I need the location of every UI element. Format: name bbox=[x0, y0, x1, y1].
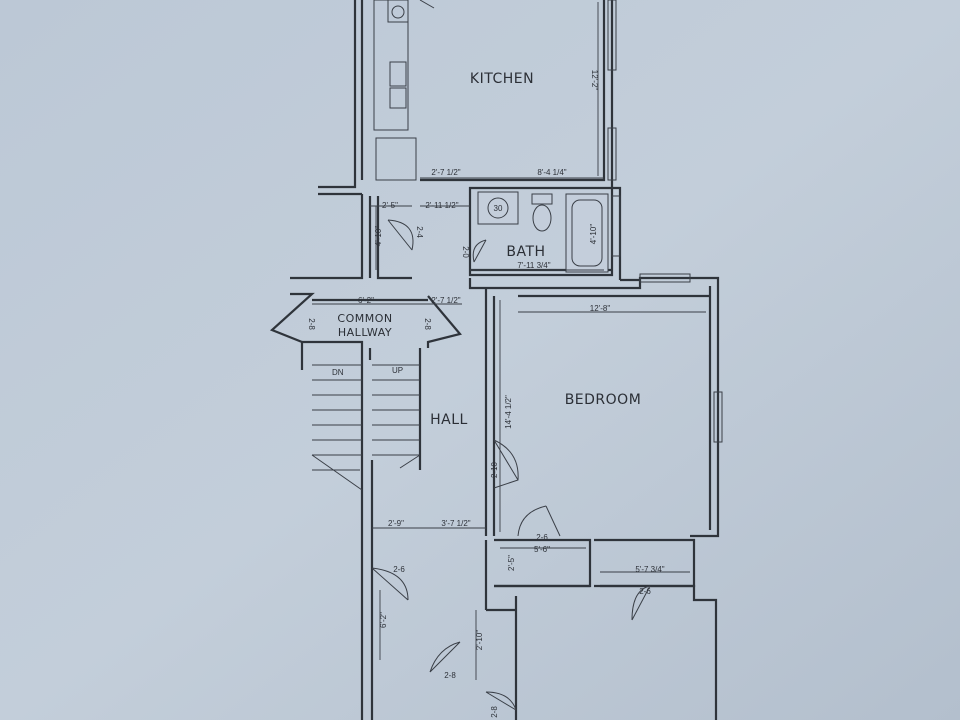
dim-closet-door: 2-4 bbox=[415, 226, 424, 238]
dim-hall-lower-depth: 2'-10" bbox=[475, 630, 484, 651]
dim-hall-width: 3'-7 1/2" bbox=[441, 519, 470, 528]
dim-closet-width: 2'-5" bbox=[382, 201, 398, 210]
room-label-bath: BATH bbox=[506, 244, 545, 260]
room-label-common: COMMON bbox=[337, 312, 392, 325]
bath-fixtures: 30 bbox=[477, 191, 609, 273]
dim-bath-door: 2-0 bbox=[461, 246, 470, 258]
dim-bedroom-depth: 14'-4 1/2" bbox=[504, 395, 513, 429]
dim-hall-lower-length: 6'-2" bbox=[379, 612, 388, 628]
dim-closet1-door: 2-6 bbox=[536, 533, 548, 542]
dim-bedroom-width: 12'-8" bbox=[590, 304, 611, 313]
dim-common-door-right: 2-8 bbox=[423, 318, 432, 330]
dim-tub-length: 4'-10" bbox=[589, 224, 598, 245]
doors bbox=[371, 0, 651, 711]
windows bbox=[607, 0, 723, 443]
dim-bath-entry-width: 2'-11 1/2" bbox=[425, 201, 458, 210]
dimension-labels: 12'-2" 2'-7 1/2" 8'-4 1/4" 2'-5" 4'-10" … bbox=[307, 70, 665, 718]
room-labels: KITCHEN BATH COMMON HALLWAY HALL BEDROOM bbox=[337, 71, 642, 428]
dim-bath-width: 7'-11 3/4" bbox=[517, 261, 550, 270]
room-label-hall: HALL bbox=[430, 412, 468, 428]
dim-hall-left-width: 2'-9" bbox=[388, 519, 404, 528]
dim-common-door-left: 2-8 bbox=[307, 318, 316, 330]
dim-kitchen-height: 12'-2" bbox=[590, 70, 599, 91]
sink-icon bbox=[477, 191, 519, 225]
stair-up-label: UP bbox=[392, 366, 403, 375]
kitchen-counters bbox=[373, 0, 417, 181]
dim-closet2-width: 5'-7 3/4" bbox=[635, 565, 664, 574]
dim-hall-door-left: 2-6 bbox=[393, 565, 405, 574]
stair-down-label: DN bbox=[332, 368, 344, 377]
dim-bottom-door2: 2-8 bbox=[490, 706, 499, 718]
dim-common-hall-side: 2'-7 1/2" bbox=[431, 296, 460, 305]
toilet-icon bbox=[531, 193, 553, 205]
dim-kitchen-width: 8'-4 1/4" bbox=[537, 168, 566, 177]
dimension-lines bbox=[312, 2, 706, 680]
dim-bottom-door1: 2-8 bbox=[444, 671, 456, 680]
sink-label: 30 bbox=[494, 204, 503, 213]
dim-closet2-door: 2-6 bbox=[639, 587, 651, 596]
dim-closet1-width: 5'-6" bbox=[534, 545, 550, 554]
dim-kitchen-left-width: 2'-7 1/2" bbox=[431, 168, 460, 177]
staircase: DN UP bbox=[311, 364, 421, 491]
room-label-hallway: HALLWAY bbox=[338, 326, 392, 339]
room-label-bedroom: BEDROOM bbox=[565, 392, 642, 408]
bathtub-icon bbox=[565, 193, 609, 273]
room-label-kitchen: KITCHEN bbox=[470, 71, 534, 87]
dim-closet1-depth: 2'-5" bbox=[507, 555, 516, 571]
dim-common-hall-width: 6'-2" bbox=[358, 296, 374, 305]
dim-closet-depth: 4'-10" bbox=[374, 226, 383, 247]
dim-bedroom-door: 2-10 bbox=[490, 461, 499, 478]
